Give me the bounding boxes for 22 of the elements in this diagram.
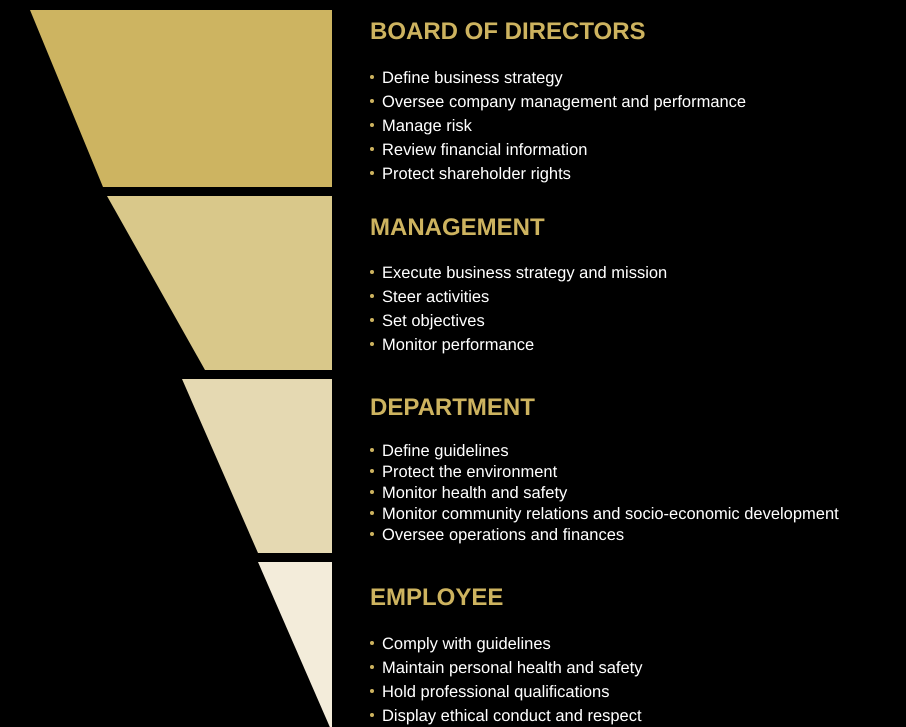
bullet-point: Monitor community relations and socio-economic development [382, 505, 839, 523]
section-heading: DEPARTMENT [370, 394, 535, 422]
bullet-point: Monitor performance [382, 336, 534, 354]
bullet-point: Manage risk [382, 117, 472, 135]
bullet-point: Hold professional qualifications [382, 683, 610, 701]
bullet-point: Protect shareholder rights [382, 165, 571, 183]
section-heading: BOARD OF DIRECTORS [370, 18, 646, 46]
section-heading: EMPLOYEE [370, 584, 504, 612]
bullet-point: Protect the environment [382, 463, 558, 481]
bullet-point: Display ethical conduct and respect [382, 707, 642, 725]
bullet-point: Monitor health and safety [382, 484, 568, 502]
bullet-point: Set objectives [382, 312, 485, 330]
bullet-point: Define business strategy [382, 69, 563, 87]
section-heading: MANAGEMENT [370, 214, 545, 242]
bullet-point: Define guidelines [382, 442, 509, 460]
bullet-point: Steer activities [382, 288, 490, 306]
bullet-point: Oversee company management and performance [382, 93, 746, 111]
bullet-point: Oversee operations and finances [382, 526, 624, 544]
bullet-point: Review financial information [382, 141, 588, 159]
bullet-point: Maintain personal health and safety [382, 659, 643, 677]
bullet-point: Execute business strategy and mission [382, 264, 668, 282]
bullet-point: Comply with guidelines [382, 635, 551, 653]
